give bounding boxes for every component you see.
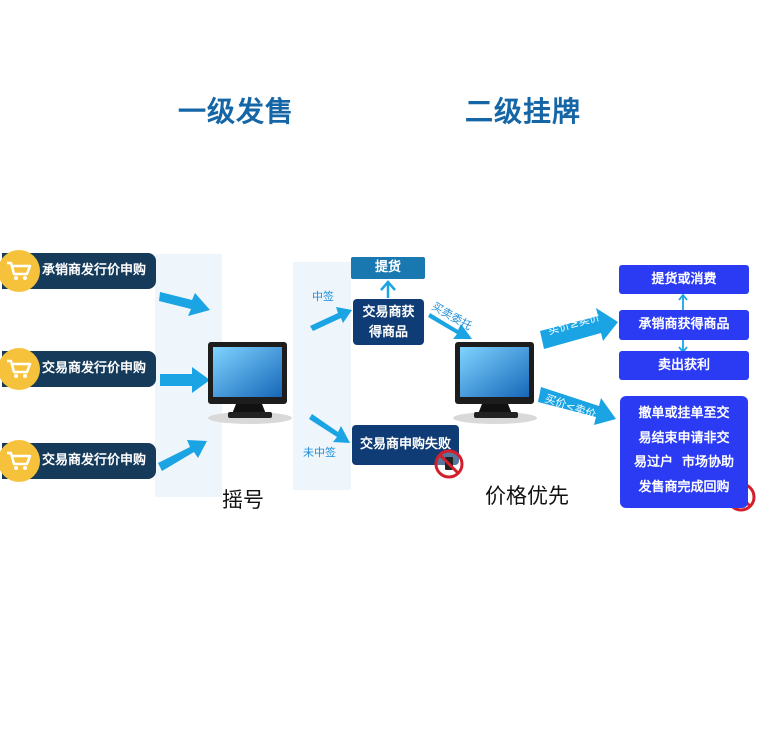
shopping-cart-icon [0,250,40,292]
obtain-line: 得商品 [368,325,408,340]
pickup-consume-box: 提货或消费 [619,265,749,294]
cancel-line: 易过户 市场协助 [633,455,735,470]
applicant-label: 交易商发行价申购 [42,361,147,376]
cancel-repurchase-box: 撤单或挂单至交 易结束申请非交 易过户 市场协助 发售商完成回购 [620,396,748,508]
shopping-cart-icon [0,348,40,390]
price-priority-caption: 价格优先 [485,484,569,508]
pickup-box: 提货 [351,257,425,279]
primary-issue-heading: 一级发售 [178,95,295,128]
lottery-caption: 摇号 [222,488,264,512]
applicant-label: 交易商发行价申购 [42,453,147,468]
result-panel [293,262,351,490]
sell-profit-box: 卖出获利 [619,351,749,380]
computer-monitor-icon [453,342,537,424]
computer-monitor-icon [208,342,292,424]
shopping-cart-icon [0,440,40,482]
cancel-line: 撤单或挂单至交 [638,406,730,421]
arrow-icon [310,307,352,331]
applicant-label: 承销商发行价申购 [42,263,147,278]
underwriter-obtain-box: 承销商获得商品 [619,310,749,340]
cancel-line: 易结束申请非交 [638,430,730,446]
secondary-listing-heading: 二级挂牌 [465,95,582,128]
arrow-icon [160,367,210,393]
arrow-icon [428,313,472,339]
arrow-icon [158,440,207,471]
arrow-icon [540,308,618,349]
subscription-failed-box: 交易商申购失败 [352,425,459,465]
lost-lottery-label: 未中签 [303,446,336,459]
arrow-icon [538,387,616,425]
arrow-icon [159,292,210,316]
arrow-icon [380,280,396,298]
arrow-icon [309,414,350,443]
cancel-line: 发售商完成回购 [638,479,730,495]
no-entry-icon [434,449,464,479]
won-lottery-label: 中签 [312,290,334,303]
obtain-line: 交易商获 [362,305,415,320]
obtain-goods-box: 交易商获 得商品 [353,299,424,345]
